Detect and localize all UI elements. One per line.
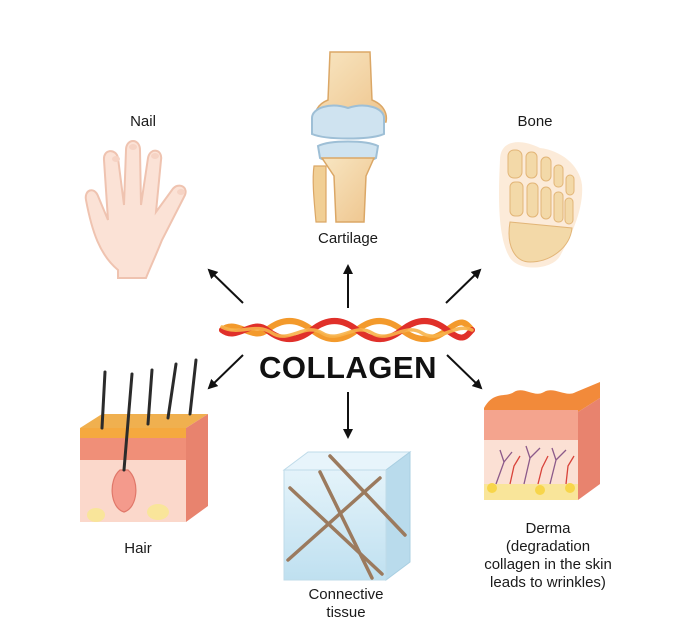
label-connective-tissue: Connective tissue [286,586,406,622]
label-derma-line-2: (degradation [505,538,591,555]
label-connective-line-1: Connective [308,586,384,603]
collagen-title: COLLAGEN [259,350,437,385]
label-derma: Derma (degradation collagen in the skin … [468,520,628,592]
arrow-to-nail [207,268,244,304]
hand-icon [84,140,187,279]
label-nail: Nail [130,113,156,130]
label-connective-line-2: tissue [326,604,366,621]
derma-skin-icon [484,382,600,500]
label-derma-line-4: leads to wrinkles) [490,574,606,591]
arrows [207,264,483,439]
arrow-to-bone [445,268,482,304]
label-bone: Bone [517,113,553,130]
arrow-to-derma [446,354,483,390]
connective-tissue-icon [282,451,412,581]
label-hair: Hair [124,540,152,557]
collagen-helix-icon [219,318,475,342]
label-cartilage: Cartilage [317,230,379,247]
foot-bone-icon [499,142,583,268]
label-derma-line-1: Derma [525,520,571,537]
label-derma-line-3: collagen in the skin [484,556,612,573]
hair-skin-icon [80,358,208,522]
arrow-to-hair [207,354,244,390]
knee-joint-icon [311,51,388,223]
